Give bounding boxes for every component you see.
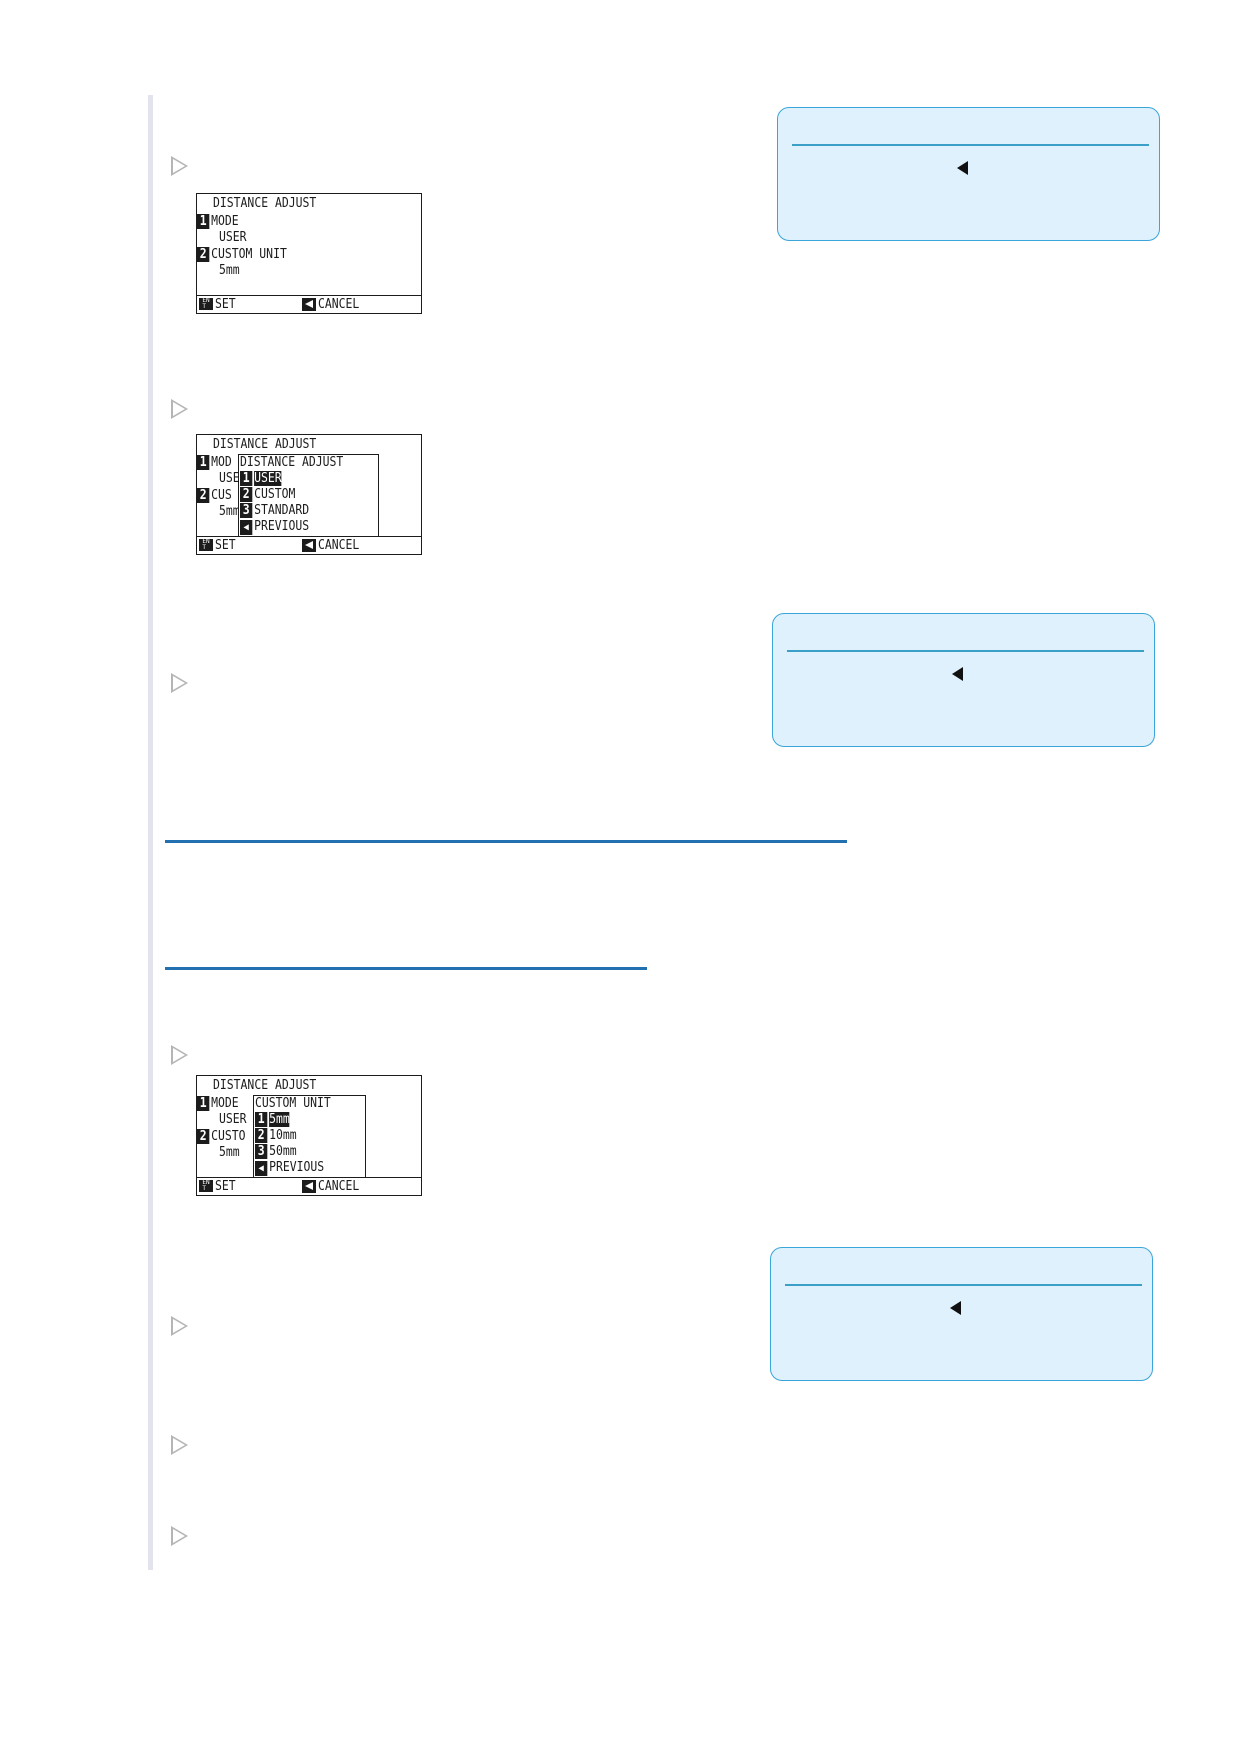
step-arrow-icon: [171, 399, 188, 419]
lcd-title: DISTANCE ADJUST: [213, 1078, 317, 1093]
step-arrow-icon: [171, 1316, 188, 1336]
back-key-icon: ◀: [240, 520, 253, 535]
popup-option-previous: ◀PREVIOUS: [240, 519, 309, 535]
key-2-badge: 2: [197, 1129, 210, 1144]
lcd-row-value: USER: [219, 1112, 247, 1127]
popup-option-previous: ◀PREVIOUS: [255, 1160, 324, 1176]
lcd-row-label: CUS: [211, 488, 232, 503]
key-2-badge: 2: [240, 487, 253, 502]
section-heading-rule: [165, 840, 847, 843]
popup-option-label: STANDARD: [254, 503, 310, 518]
popup-option-label: CUSTOM: [254, 487, 296, 502]
key-1-badge: 1: [255, 1112, 268, 1127]
cancel-label: CANCEL: [318, 297, 360, 312]
lcd-row-value: 5mm: [219, 263, 240, 278]
lcd-row-value: USER: [219, 230, 247, 245]
cancel-label: CANCEL: [318, 1179, 360, 1194]
key-2-badge: 2: [197, 488, 210, 503]
key-1-badge: 1: [197, 1096, 210, 1111]
popup-option-label: PREVIOUS: [269, 1160, 325, 1175]
lcd-row-value: 5mm: [219, 1145, 240, 1160]
lcd-row-value: 5mm: [219, 504, 240, 519]
step-arrow-icon: [171, 1045, 188, 1065]
back-key-icon: [302, 298, 316, 311]
lcd-title: DISTANCE ADJUST: [213, 437, 317, 452]
step-arrow-icon: [171, 1526, 188, 1546]
set-label: SET: [215, 1179, 236, 1194]
popup-title: DISTANCE ADJUST: [240, 455, 344, 470]
step-arrow-icon: [171, 1435, 188, 1455]
key-2-badge: 2: [197, 247, 210, 262]
set-label: SET: [215, 538, 236, 553]
left-triangle-icon: [950, 1301, 961, 1315]
note-box: [770, 1247, 1153, 1381]
step-arrow-icon: [171, 673, 188, 693]
left-triangle-icon: [952, 667, 963, 681]
lcd-row-label: CUSTOM UNIT: [211, 247, 287, 262]
key-3-badge: 3: [240, 503, 253, 518]
popup-option-label: 5mm: [269, 1112, 290, 1127]
popup-option-label: 10mm: [269, 1128, 297, 1143]
popup-option-label: USER: [254, 471, 282, 486]
lcd-row-label: MOD: [211, 455, 232, 470]
key-2-badge: 2: [255, 1128, 268, 1143]
note-divider: [785, 1284, 1142, 1286]
lcd-row-value: USE: [219, 471, 240, 486]
note-box: [772, 613, 1155, 747]
key-1-badge: 1: [197, 214, 210, 229]
back-key-icon: ◀: [255, 1161, 268, 1176]
sidebar-margin-bar: [148, 95, 153, 1570]
left-triangle-icon: [957, 161, 968, 175]
key-1-badge: 1: [240, 471, 253, 486]
lcd-title: DISTANCE ADJUST: [213, 196, 317, 211]
subsection-heading-rule: [165, 967, 647, 970]
key-1-badge: 1: [197, 455, 210, 470]
back-key-icon: [302, 1180, 316, 1193]
note-box: [777, 107, 1160, 241]
lcd-row-label: MODE: [211, 214, 239, 229]
popup-option-label: PREVIOUS: [254, 519, 310, 534]
note-divider: [792, 144, 1149, 146]
popup-title: CUSTOM UNIT: [255, 1096, 331, 1111]
key-3-badge: 3: [255, 1144, 268, 1159]
back-key-icon: [302, 539, 316, 552]
set-label: SET: [215, 297, 236, 312]
lcd-row-label: CUSTO: [211, 1129, 246, 1144]
cancel-label: CANCEL: [318, 538, 360, 553]
step-arrow-icon: [171, 156, 188, 176]
note-divider: [787, 650, 1144, 652]
lcd-row-label: MODE: [211, 1096, 239, 1111]
popup-option-label: 50mm: [269, 1144, 297, 1159]
